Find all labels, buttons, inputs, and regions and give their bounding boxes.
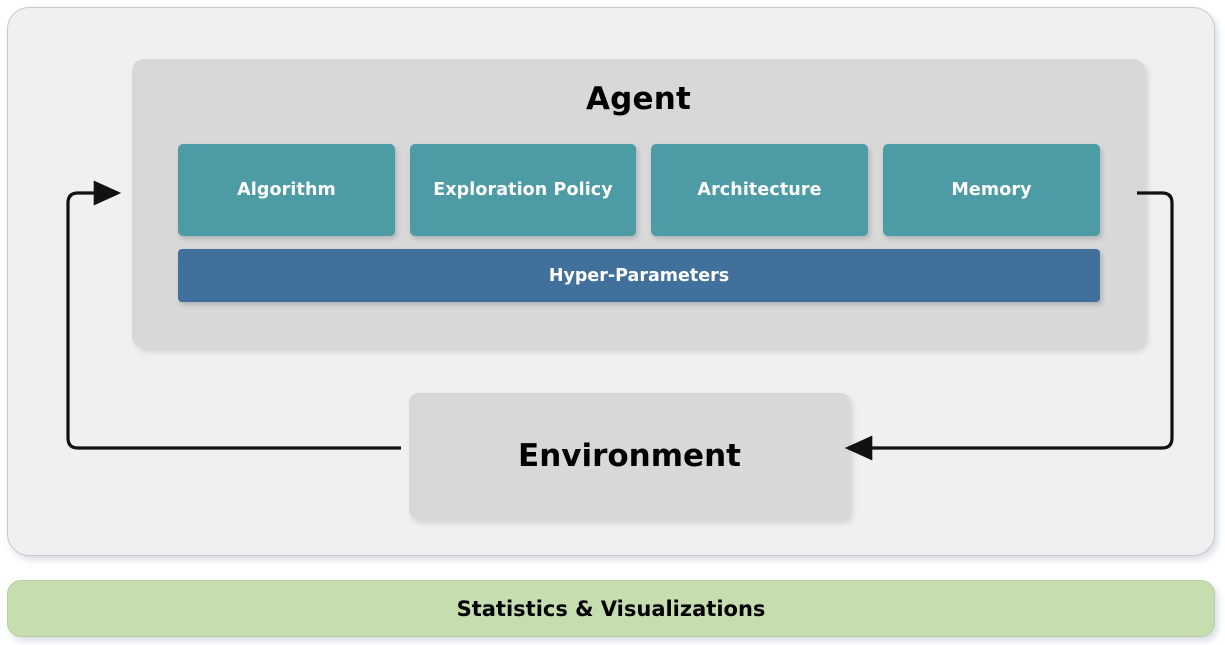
statistics-visualizations-label: Statistics & Visualizations xyxy=(456,596,766,621)
agent-component-exploration-policy[interactable]: Exploration Policy xyxy=(410,144,636,236)
agent-component-exploration-policy-label: Exploration Policy xyxy=(433,180,613,200)
agent-component-architecture-label: Architecture xyxy=(697,180,822,200)
framework-container: Agent Algorithm Exploration Policy Archi… xyxy=(7,7,1215,556)
hyper-parameters-bar[interactable]: Hyper-Parameters xyxy=(178,249,1100,302)
agent-components-row: Algorithm Exploration Policy Architectur… xyxy=(178,144,1100,236)
agent-component-algorithm[interactable]: Algorithm xyxy=(178,144,395,236)
agent-component-algorithm-label: Algorithm xyxy=(237,180,336,200)
agent-container[interactable]: Agent Algorithm Exploration Policy Archi… xyxy=(132,59,1145,348)
agent-title: Agent xyxy=(585,81,692,117)
hyper-parameters-label: Hyper-Parameters xyxy=(548,265,730,286)
agent-component-architecture[interactable]: Architecture xyxy=(651,144,868,236)
statistics-visualizations-bar[interactable]: Statistics & Visualizations xyxy=(7,580,1215,637)
environment-label: Environment xyxy=(518,438,741,474)
environment-container[interactable]: Environment xyxy=(409,393,850,519)
agent-component-memory-label: Memory xyxy=(951,180,1032,200)
agent-component-memory[interactable]: Memory xyxy=(883,144,1100,236)
